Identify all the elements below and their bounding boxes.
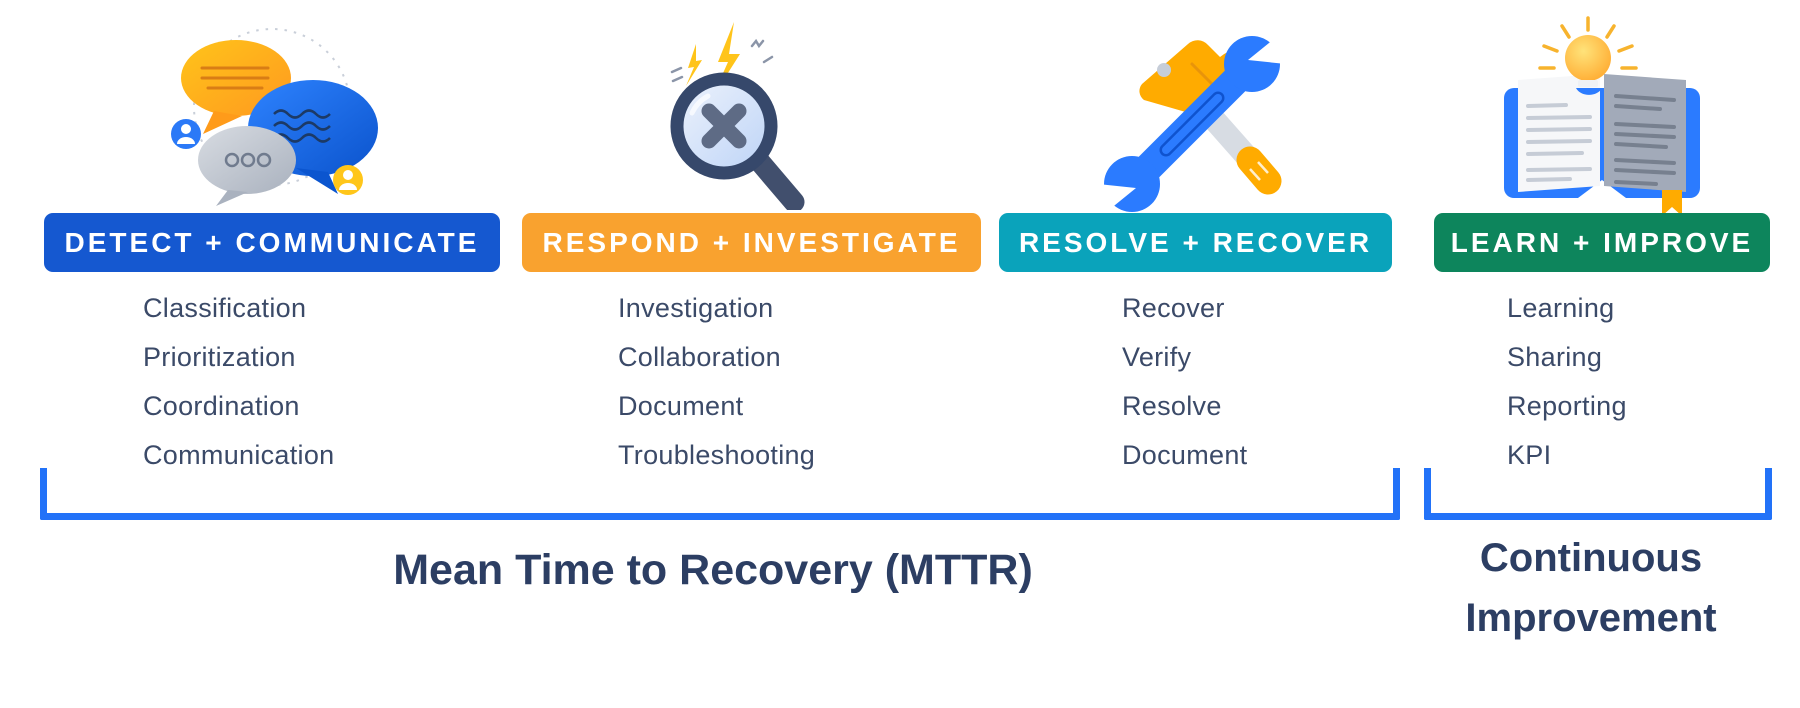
- list-item: Sharing: [1507, 342, 1603, 372]
- chat-bubbles-icon: [171, 28, 378, 206]
- hammer-wrench-icon: [1098, 34, 1286, 212]
- list-item: Coordination: [143, 391, 300, 421]
- mttr-bracket: [40, 468, 1400, 520]
- stage-banner-detect-communicate: DETECT + COMMUNICATE: [44, 213, 500, 272]
- list-item: Communication: [143, 440, 335, 470]
- list-item: KPI: [1507, 440, 1552, 470]
- list-item: Verify: [1122, 342, 1192, 372]
- list-item: Collaboration: [618, 342, 781, 372]
- resolve-recover-activities: Recover Verify Resolve Document: [1122, 284, 1247, 480]
- mttr-label: Mean Time to Recovery (MTTR): [393, 546, 1033, 594]
- list-item: Investigation: [618, 293, 774, 323]
- list-item: Troubleshooting: [618, 440, 816, 470]
- list-item: Document: [618, 391, 744, 421]
- list-item: Learning: [1507, 293, 1615, 323]
- list-item: Reporting: [1507, 391, 1627, 421]
- continuous-improvement-label: Continuous Improvement: [1465, 536, 1717, 640]
- list-item: Document: [1122, 440, 1248, 470]
- list-item: Prioritization: [143, 342, 296, 372]
- magnifier-error-icon: [670, 22, 805, 210]
- stage-banner-learn-improve: LEARN + IMPROVE: [1434, 213, 1770, 272]
- stage-banner-resolve-recover: RESOLVE + RECOVER: [999, 213, 1392, 272]
- list-item: Classification: [143, 293, 307, 323]
- stage-banner-respond-investigate: RESPOND + INVESTIGATE: [522, 213, 981, 272]
- list-item: Recover: [1122, 293, 1225, 323]
- continuous-improvement-bracket: [1424, 468, 1772, 520]
- respond-investigate-activities: Investigation Collaboration Document Tro…: [618, 284, 815, 480]
- detect-communicate-activities: Classification Prioritization Coordinati…: [143, 284, 334, 480]
- book-lightbulb-icon: [1504, 16, 1700, 216]
- list-item: Resolve: [1122, 391, 1222, 421]
- learn-improve-activities: Learning Sharing Reporting KPI: [1507, 284, 1627, 480]
